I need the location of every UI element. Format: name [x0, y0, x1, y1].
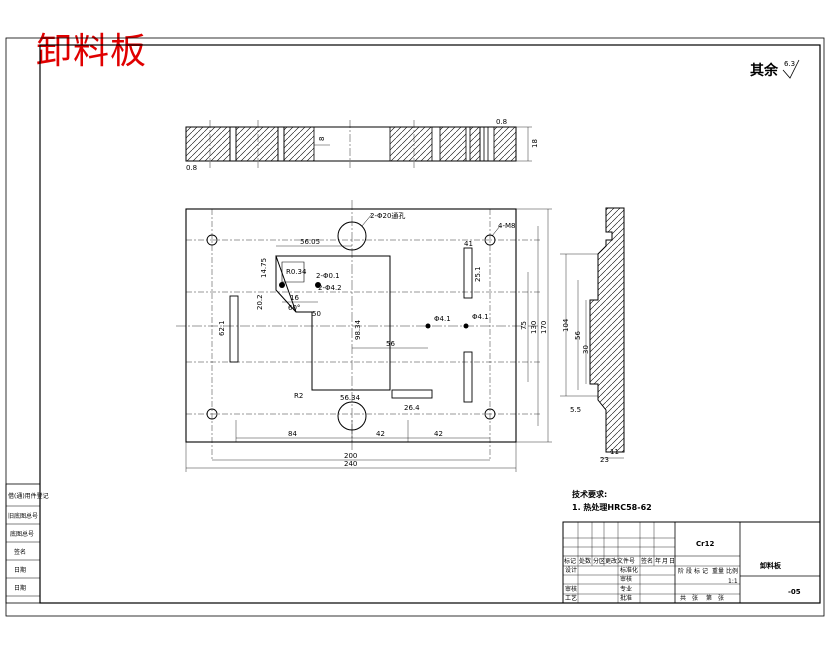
tb-stage-4: 记: [702, 568, 708, 575]
dim-104: 104: [562, 318, 570, 332]
dim-56-05: 56.05: [300, 238, 320, 246]
dim-240: 240: [344, 460, 357, 468]
tb-sheet-4: 张: [718, 594, 724, 602]
dim-170: 170: [540, 321, 548, 334]
dim-23: 23: [600, 456, 609, 464]
dim-phi4-1-b: Φ4.1: [472, 313, 489, 321]
tb-stage-1: 阶: [678, 567, 684, 575]
dim-5-5: 5.5: [570, 406, 581, 414]
tb-stage-weight: 重量: [712, 567, 724, 575]
dim-depth: 8: [318, 137, 326, 141]
tb-hdr-1: 标记: [564, 557, 576, 565]
roughness-label: 其余: [750, 62, 779, 79]
tb-sheet-2: 张: [692, 594, 698, 602]
tb-scale-value: 1:1: [728, 578, 738, 585]
tb-row-check: 审核: [565, 585, 577, 593]
tb-hdr-2: 处数: [579, 557, 591, 565]
drawing-number: -05: [788, 588, 801, 596]
left-cell-4: 签名: [14, 548, 26, 556]
dim-14-75: 14.75: [260, 258, 268, 278]
dim-200: 200: [344, 452, 357, 460]
dim-30: 30: [582, 345, 590, 354]
material: Cr12: [696, 540, 714, 548]
dim-56-34: 56.34: [340, 394, 361, 402]
dim-16: 16: [290, 294, 299, 302]
left-cell-1: 借(通)用件登记: [8, 492, 49, 500]
tb-sheet-3: 第: [706, 594, 712, 602]
drawing-title: 卸料板: [36, 31, 148, 72]
tb-row-design: 设计: [565, 566, 577, 574]
tb-hdr-3: 分区: [593, 557, 605, 565]
tech-req-heading: 技术要求:: [572, 489, 607, 499]
dim-42-b: 42: [434, 430, 443, 438]
dim-41: 41: [464, 240, 473, 248]
side-view: 104 56 30 5.5 23 11: [560, 207, 625, 464]
roughness-value: 6.3: [784, 60, 795, 68]
tech-req-item: 1. 热处理HRC58-62: [572, 502, 652, 512]
dim-r0-34: R0.34: [286, 268, 307, 276]
ra-right: 0.8: [496, 118, 507, 126]
dim-84: 84: [288, 430, 297, 438]
left-cell-5: 日期: [14, 566, 26, 574]
tb-stage-3: 标: [694, 567, 700, 575]
tb-row-review: 审核: [620, 575, 632, 583]
top-section-view: 18 8 0.8 0.8: [185, 118, 539, 172]
label-through-holes: 2-Φ20通孔: [370, 211, 405, 220]
dim-phi4-1-a: Φ4.1: [434, 315, 451, 323]
title-block: 标记 处数 分区 更改文件号 签名 年 月 日 设计 标准化 审核 工艺 批准 …: [562, 521, 821, 604]
dim-130: 130: [530, 321, 538, 334]
part-name: 卸料板: [760, 561, 782, 570]
left-record-block: 借(通)用件登记 旧底图总号 底图总号 签名 日期 日期: [5, 483, 49, 604]
tb-hdr-8: 日: [669, 558, 675, 565]
dim-60-deg: 60°: [288, 304, 300, 312]
dim-50: 50: [312, 310, 321, 318]
tb-row-process: 工艺: [565, 594, 577, 602]
ra-left: 0.8: [186, 164, 197, 172]
tb-sheet-1: 共: [680, 594, 686, 602]
dim-75: 75: [520, 321, 528, 330]
tb-stage-2: 段: [686, 567, 692, 575]
left-cell-3: 底图总号: [10, 530, 34, 538]
dim-side-56: 56: [574, 331, 582, 340]
label-corner-holes: 4-M8: [498, 222, 515, 230]
dim-62-1: 62.1: [218, 320, 226, 336]
tb-stage-scale: 比例: [726, 567, 738, 575]
inner-frame: [39, 44, 821, 604]
tb-row-proc: 专业: [620, 585, 632, 593]
roughness-symbol: [782, 59, 800, 79]
tb-hdr-7: 月: [662, 558, 668, 565]
front-view: 2-Φ20通孔 4-M8 2-Φ0.1 2-Φ4.2 56.05 14.75 R…: [176, 200, 552, 472]
dim-25-1: 25.1: [474, 266, 482, 282]
outer-frame: [5, 37, 825, 617]
dim-11: 11: [610, 448, 619, 456]
tb-row-approve: 批准: [620, 594, 632, 602]
dim-42-a: 42: [376, 430, 385, 438]
tb-hdr-5: 签名: [641, 557, 653, 565]
tb-row-std: 标准化: [620, 566, 638, 574]
dim-26-4: 26.4: [404, 404, 420, 412]
dim-thickness: 18: [531, 139, 539, 148]
dim-r2: R2: [294, 392, 303, 400]
left-cell-6: 日期: [14, 584, 26, 592]
dim-56: 56: [386, 340, 395, 348]
label-pin-b: 2-Φ4.2: [318, 284, 342, 292]
tb-hdr-4: 更改文件号: [605, 557, 635, 565]
dim-98-34: 98.34: [354, 319, 362, 340]
left-cell-2: 旧底图总号: [8, 512, 38, 520]
label-pin-a: 2-Φ0.1: [316, 272, 340, 280]
tb-hdr-6: 年: [655, 557, 661, 565]
dim-20-2: 20.2: [256, 294, 264, 310]
